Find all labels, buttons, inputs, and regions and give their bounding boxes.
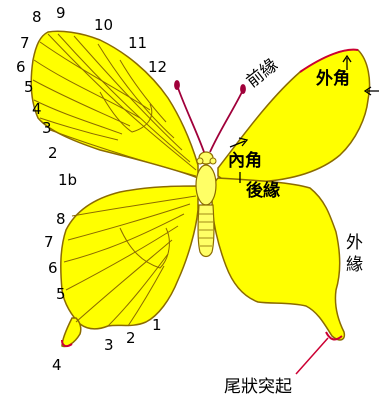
label-outer-margin-top: 外 xyxy=(346,233,363,253)
label-inner-margin: 後緣 xyxy=(246,180,280,201)
vein-number: 8 xyxy=(32,8,42,26)
tail-pointer-line xyxy=(296,338,328,374)
vein-number: 4 xyxy=(32,100,42,118)
vein-number: 1 xyxy=(152,316,162,334)
vein-number: 3 xyxy=(104,336,114,354)
abdomen xyxy=(198,205,214,257)
vein-number: 6 xyxy=(16,58,26,76)
vein-number: 7 xyxy=(44,233,54,251)
vein-number: 2 xyxy=(126,329,136,347)
vein-number: 8 xyxy=(56,210,66,228)
label-outer-margin-bottom: 緣 xyxy=(346,255,363,275)
left-hindwing-tail xyxy=(62,318,81,347)
vein-number: 9 xyxy=(56,4,66,22)
vein-number: 12 xyxy=(148,58,167,76)
vein-number: 11 xyxy=(128,34,147,52)
vein-number: 5 xyxy=(56,285,66,303)
eye-left xyxy=(197,158,203,164)
thorax xyxy=(196,165,216,205)
vein-number: 3 xyxy=(42,119,52,137)
eye-right xyxy=(210,158,216,164)
vein-number: 4 xyxy=(52,356,62,374)
vein-number: 2 xyxy=(48,144,58,162)
vein-number: 6 xyxy=(48,259,58,277)
right-hindwing xyxy=(212,178,344,340)
vein-number: 5 xyxy=(24,78,34,96)
label-apex: 外角 xyxy=(316,68,350,89)
vein-number: 1b xyxy=(58,171,77,189)
label-tail: 尾狀突起 xyxy=(224,377,292,397)
vein-number: 10 xyxy=(94,16,113,34)
label-costa: 前緣 xyxy=(243,55,282,92)
vein-number: 7 xyxy=(20,34,30,52)
label-inner-angle: 內角 xyxy=(228,150,262,171)
